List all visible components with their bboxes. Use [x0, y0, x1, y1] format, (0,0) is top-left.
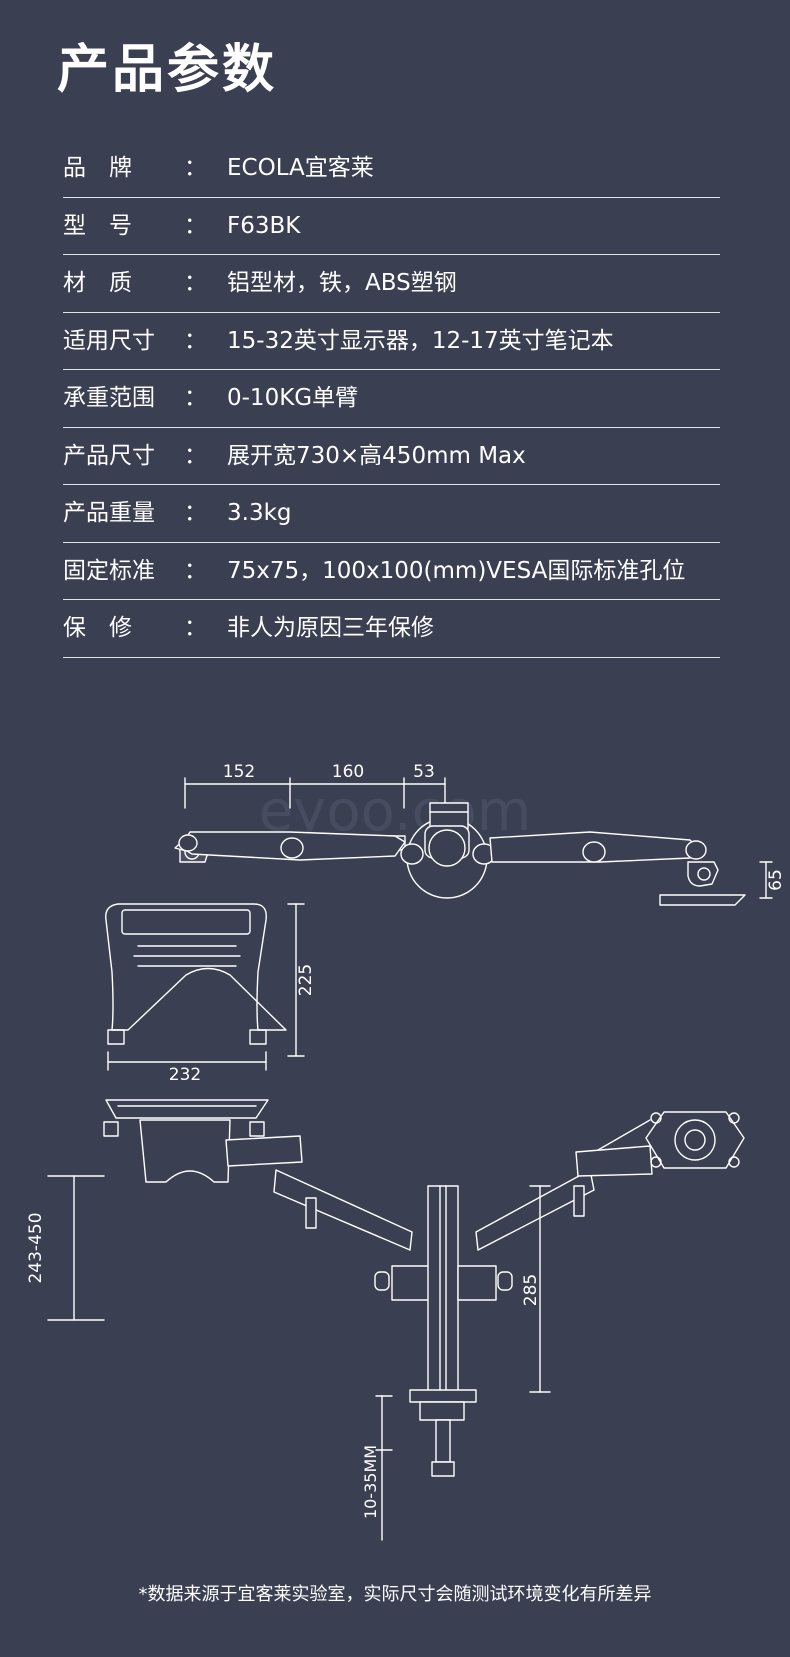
page-title: 产品参数	[57, 40, 278, 100]
spec-row-model: 型 号 ： F63BK	[63, 198, 720, 255]
spec-value: F63BK	[227, 212, 301, 239]
spec-row-mount-standard: 固定标准 ： 75x75，100x100(mm)VESA国际标准孔位	[63, 543, 720, 600]
spec-colon: ：	[184, 385, 207, 411]
dim-10-35-label: 10-35MM	[361, 1445, 380, 1519]
spec-label: 产品尺寸	[63, 442, 155, 469]
spec-row-fit-size: 适用尺寸 ： 15-32英寸显示器，12-17英寸笔记本	[63, 313, 720, 370]
spec-row-warranty: 保 修 ： 非人为原因三年保修	[63, 600, 720, 658]
spec-label: 固定标准	[63, 557, 155, 584]
spec-label: 承重范围	[63, 385, 155, 411]
dim-65-label: 65	[766, 869, 786, 891]
spec-value: 3.3kg	[227, 500, 292, 526]
spec-value: 展开宽730×高450mm Max	[227, 442, 526, 469]
top-view-arm	[174, 802, 773, 906]
spec-table: 品 牌 ： ECOLA宜客莱 型 号 ： F63BK 材 质 ： 铝型材，铁，A…	[63, 140, 720, 658]
spec-label: 适用尺寸	[63, 327, 155, 354]
spec-value: 0-10KG单臂	[227, 385, 359, 411]
spec-colon: ：	[184, 442, 207, 469]
spec-row-load: 承重范围 ： 0-10KG单臂	[63, 370, 720, 428]
spec-label: 材 质	[63, 270, 132, 296]
spec-row-material: 材 质 ： 铝型材，铁，ABS塑钢	[63, 255, 720, 313]
spec-label: 保 修	[63, 615, 132, 641]
spec-colon: ：	[184, 557, 207, 584]
spec-label: 产品重量	[63, 500, 155, 526]
footnote: *数据来源于宜客莱实验室，实际尺寸会随测试环境变化有所差异	[138, 1584, 652, 1605]
spec-colon: ：	[184, 155, 207, 181]
spec-value: 铝型材，铁，ABS塑钢	[227, 270, 457, 296]
spec-value: ECOLA宜客莱	[227, 155, 374, 181]
spec-colon: ：	[184, 615, 207, 641]
spec-row-product-size: 产品尺寸 ： 展开宽730×高450mm Max	[63, 428, 720, 485]
spec-colon: ：	[184, 270, 207, 296]
spec-value: 15-32英寸显示器，12-17英寸笔记本	[227, 327, 614, 354]
spec-row-weight: 产品重量 ： 3.3kg	[63, 485, 720, 543]
spec-colon: ：	[184, 500, 207, 526]
dim-160-label: 160	[332, 762, 364, 782]
spec-value: 非人为原因三年保修	[227, 615, 434, 641]
dim-225-label: 225	[296, 964, 316, 996]
front-view-dual-arm	[103, 1099, 745, 1477]
dim-232-label: 232	[169, 1065, 201, 1085]
top-arm-dimensions	[184, 777, 446, 809]
spec-label: 品 牌	[63, 155, 132, 181]
dim-53-label: 53	[413, 762, 435, 782]
spec-row-brand: 品 牌 ： ECOLA宜客莱	[63, 140, 720, 198]
spec-colon: ：	[184, 327, 207, 354]
spec-colon: ：	[184, 212, 207, 239]
dim-152-label: 152	[223, 762, 255, 782]
laptop-tray-top-view	[105, 903, 305, 1071]
dim-285-label: 285	[521, 1274, 541, 1306]
spec-value: 75x75，100x100(mm)VESA国际标准孔位	[227, 557, 686, 584]
height-dimensions	[47, 1175, 551, 1541]
spec-label: 型 号	[63, 212, 132, 239]
dim-243-450-label: 243-450	[26, 1212, 46, 1283]
dimension-diagram: eyoo.com 152 160 53	[26, 762, 786, 1541]
